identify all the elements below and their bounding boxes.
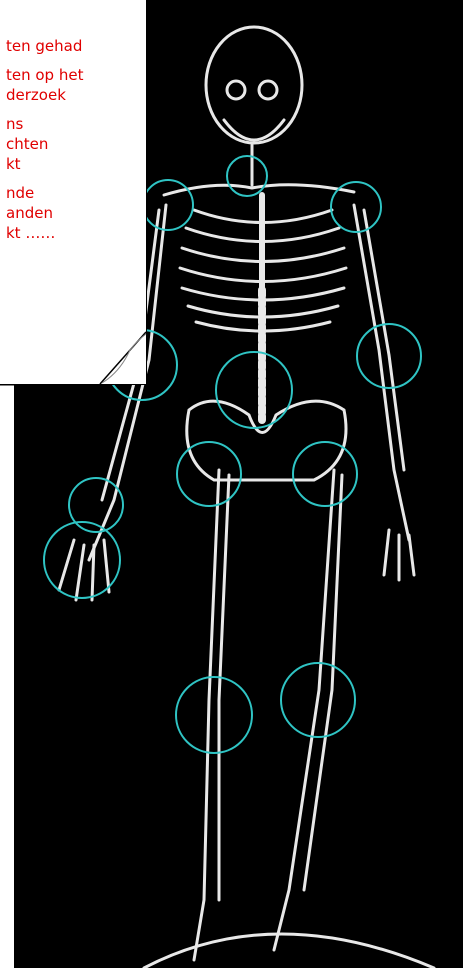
pelvis — [187, 401, 346, 480]
joint-marker-left-knee — [176, 677, 252, 753]
joint-marker-spine — [216, 352, 292, 428]
callout-tail — [0, 0, 160, 400]
ground — [144, 934, 434, 968]
left-leg — [194, 470, 219, 960]
left-eye-socket — [227, 81, 245, 99]
clavicles — [164, 185, 354, 195]
joint-marker-left-hip — [177, 442, 241, 506]
skull — [206, 27, 302, 143]
right-eye-socket — [259, 81, 277, 99]
joint-marker-neck — [227, 156, 267, 196]
